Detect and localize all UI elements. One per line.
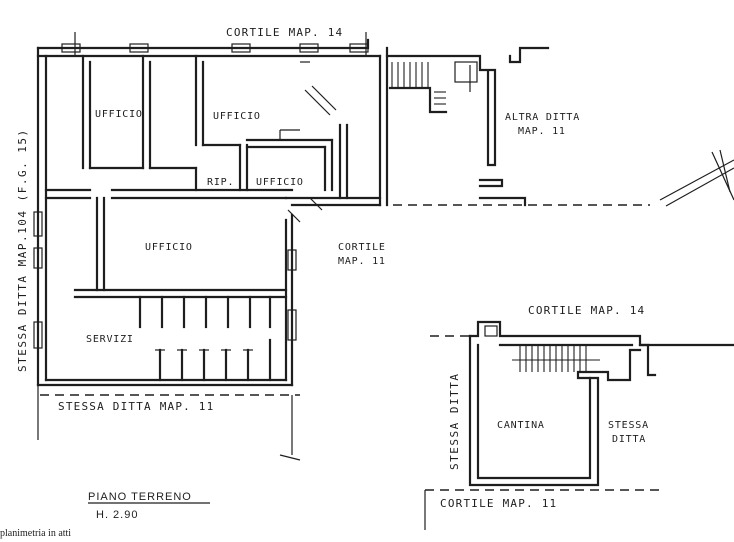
label-altra-ditta-map: MAP. 11 bbox=[518, 126, 566, 137]
label-altra-ditta: ALTRA DITTA bbox=[505, 112, 580, 123]
label-ufficio-1: UFFICIO bbox=[95, 109, 143, 120]
label-ufficio-2: UFFICIO bbox=[213, 111, 261, 122]
cantina-walls bbox=[424, 320, 734, 530]
windows bbox=[33, 32, 369, 349]
label-stessa-right: STESSA bbox=[608, 420, 649, 431]
label-stessa-ditta-bottom: STESSA DITTA MAP. 11 bbox=[58, 400, 214, 413]
stair-block bbox=[385, 46, 550, 207]
label-cortile-bottom: CORTILE MAP. 11 bbox=[440, 497, 557, 510]
label-ufficio-main: UFFICIO bbox=[145, 242, 193, 253]
footer-note: planimetria in atti bbox=[0, 528, 71, 539]
label-servizi: SERVIZI bbox=[86, 334, 134, 345]
floor-height: H. 2.90 bbox=[96, 509, 138, 521]
north-arrow-icon bbox=[659, 149, 734, 207]
doors bbox=[287, 61, 337, 223]
label-ufficio-3: UFFICIO bbox=[256, 177, 304, 188]
floor-title: PIANO TERRENO bbox=[88, 491, 192, 503]
label-cantina: CANTINA bbox=[497, 420, 545, 431]
label-cortile-mid-map: MAP. 11 bbox=[338, 256, 386, 267]
label-stessa-ditta-left: STESSA DITTA MAP.104 (F.G. 15) bbox=[16, 128, 29, 372]
label-stessa-ditta-vert: STESSA DITTA bbox=[448, 373, 461, 470]
label-cortile-mid: CORTILE bbox=[338, 242, 386, 253]
label-rip: RIP. bbox=[207, 177, 234, 188]
label-cortile-cantina-top: CORTILE MAP. 14 bbox=[528, 304, 645, 317]
main-building-walls bbox=[36, 38, 389, 387]
boundaries bbox=[37, 204, 650, 461]
label-cortile-top: CORTILE MAP. 14 bbox=[226, 26, 343, 39]
label-ditta-right: DITTA bbox=[612, 434, 646, 445]
